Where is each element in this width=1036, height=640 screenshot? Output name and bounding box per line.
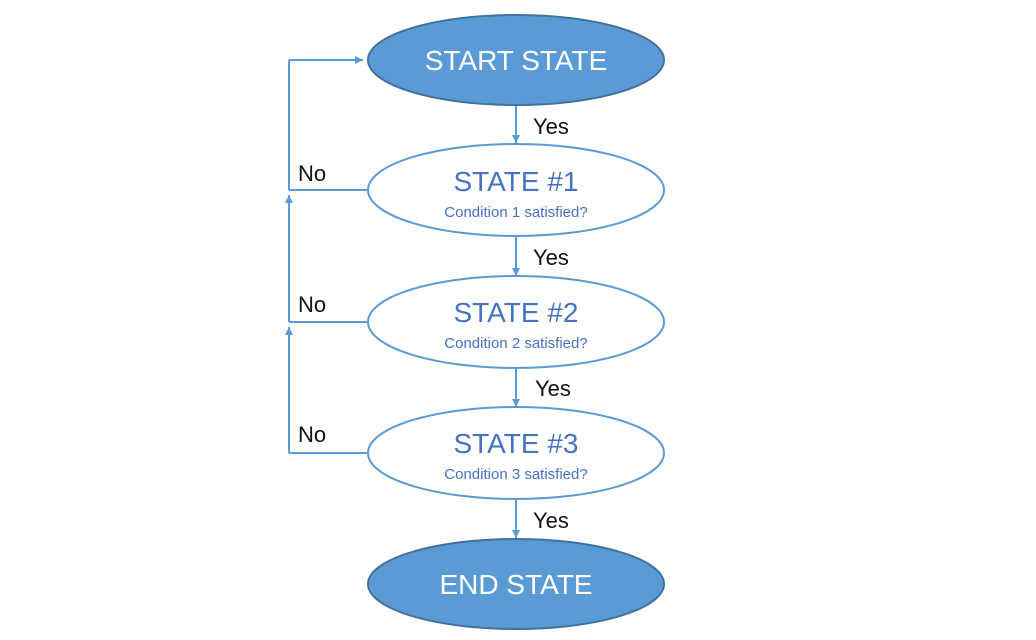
- no-label-3: No: [298, 422, 326, 447]
- state3-node: STATE #3 Condition 3 satisfied?: [367, 406, 665, 500]
- state3-title: STATE #3: [453, 428, 578, 459]
- state2-ellipse: [367, 275, 665, 369]
- start-state-node: START STATE: [367, 14, 665, 106]
- state3-ellipse: [367, 406, 665, 500]
- state2-title: STATE #2: [453, 297, 578, 328]
- end-state-ellipse: [367, 538, 665, 630]
- yes-label-2: Yes: [533, 245, 569, 270]
- state2-condition: Condition 2 satisfied?: [444, 335, 587, 352]
- start-state-ellipse: [367, 14, 665, 106]
- yes-label-3: Yes: [535, 376, 571, 401]
- yes-label-1: Yes: [533, 114, 569, 139]
- no-label-1: No: [298, 161, 326, 186]
- end-state-node: END STATE: [367, 538, 665, 630]
- state3-condition: Condition 3 satisfied?: [444, 466, 587, 483]
- end-state-title: END STATE: [440, 569, 593, 600]
- state1-title: STATE #1: [453, 166, 578, 197]
- state1-condition: Condition 1 satisfied?: [444, 204, 587, 221]
- no-label-2: No: [298, 292, 326, 317]
- start-state-title: START STATE: [425, 45, 608, 76]
- state2-node: STATE #2 Condition 2 satisfied?: [367, 275, 665, 369]
- state1-node: STATE #1 Condition 1 satisfied?: [367, 143, 665, 237]
- yes-label-4: Yes: [533, 508, 569, 533]
- state1-ellipse: [367, 143, 665, 237]
